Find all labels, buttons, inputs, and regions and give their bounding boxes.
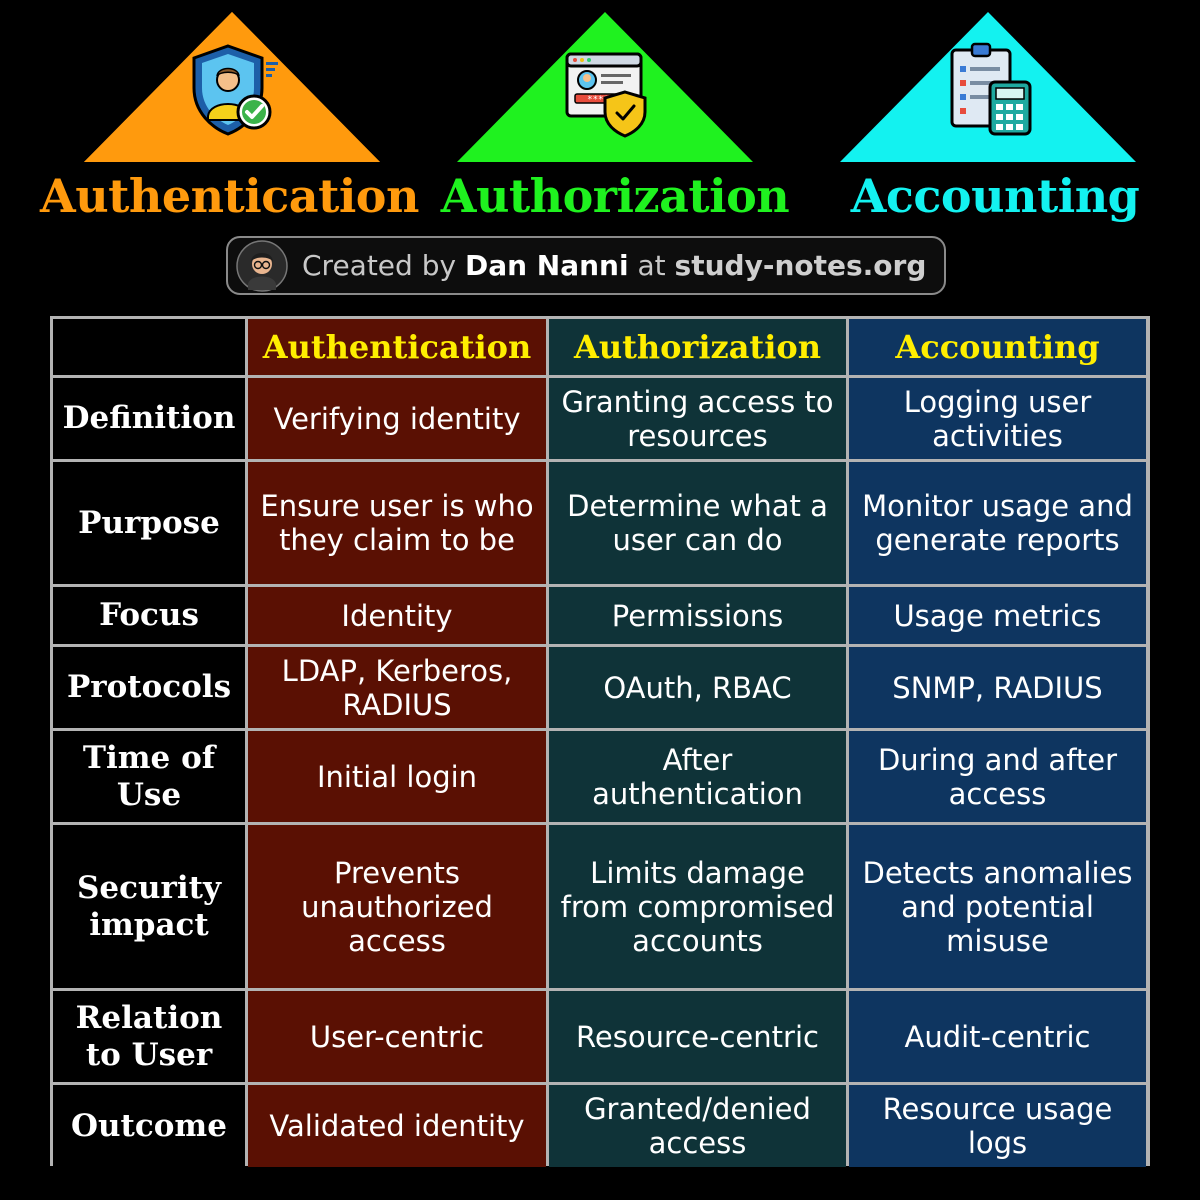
row-header-protocols: Protocols: [53, 647, 245, 728]
row-header-focus: Focus: [53, 587, 245, 644]
table-cell-authentication: Validated identity: [248, 1085, 546, 1167]
table-cell-authentication: Prevents unauthorized access: [248, 825, 546, 988]
authorization-title: Authorization: [440, 169, 790, 223]
table-cell-accounting: Detects anomalies and potential misuse: [849, 825, 1146, 988]
table-cell-authorization: Determine what a user can do: [549, 462, 846, 584]
clipboard-calculator-icon: [938, 40, 1038, 140]
credit-prefix: Created by: [302, 249, 457, 282]
table-cell-accounting: SNMP, RADIUS: [849, 647, 1146, 728]
table-cell-authentication: Initial login: [248, 731, 546, 822]
table-cell-accounting: Monitor usage and generate reports: [849, 462, 1146, 584]
column-header-accounting: Accounting: [849, 319, 1146, 375]
table-cell-authentication: User-centric: [248, 991, 546, 1082]
table-cell-authorization: Granting access to resources: [549, 378, 846, 459]
column-header-authentication: Authentication: [248, 319, 546, 375]
row-header-time-of-use: Time of Use: [53, 731, 245, 822]
table-cell-authorization: Limits damage from compromised accounts: [549, 825, 846, 988]
author-avatar: [236, 239, 288, 292]
table-cell-accounting: Usage metrics: [849, 587, 1146, 644]
accounting-title: Accounting: [850, 169, 1140, 223]
credit-site-link[interactable]: study-notes.org: [674, 249, 927, 282]
table-cell-accounting: Audit-centric: [849, 991, 1146, 1082]
shield-user-check-icon: [182, 40, 282, 140]
row-header-outcome: Outcome: [53, 1085, 245, 1167]
browser-password-shield-icon: ****: [555, 40, 655, 140]
table-corner-cell: [53, 319, 245, 375]
table-cell-authorization: Permissions: [549, 587, 846, 644]
table-cell-authentication: Identity: [248, 587, 546, 644]
table-cell-authorization: Granted/denied access: [549, 1085, 846, 1167]
row-header-security-impact: Security impact: [53, 825, 245, 988]
table-cell-authorization: Resource-centric: [549, 991, 846, 1082]
row-header-definition: Definition: [53, 378, 245, 459]
credit-bar: Created by Dan Nanni at study-notes.org: [226, 236, 946, 295]
credit-at: at: [637, 249, 666, 282]
column-header-authorization: Authorization: [549, 319, 846, 375]
authentication-title: Authentication: [40, 169, 419, 223]
table-cell-authorization: OAuth, RBAC: [549, 647, 846, 728]
table-cell-accounting: Resource usage logs: [849, 1085, 1146, 1167]
table-cell-authentication: Ensure user is who they claim to be: [248, 462, 546, 584]
svg-text:****: ****: [587, 95, 609, 105]
comparison-table: Authentication Authorization Accounting …: [50, 316, 1150, 1167]
table-cell-accounting: Logging user activities: [849, 378, 1146, 459]
table-cell-authorization: After authentication: [549, 731, 846, 822]
hero-banner: Authentication **** Authorization: [0, 0, 1200, 232]
table-cell-authentication: LDAP, Kerberos, RADIUS: [248, 647, 546, 728]
row-header-purpose: Purpose: [53, 462, 245, 584]
row-header-relation-to-user: Relation to User: [53, 991, 245, 1082]
table-cell-accounting: During and after access: [849, 731, 1146, 822]
table-cell-authentication: Verifying identity: [248, 378, 546, 459]
credit-author: Dan Nanni: [464, 249, 629, 282]
